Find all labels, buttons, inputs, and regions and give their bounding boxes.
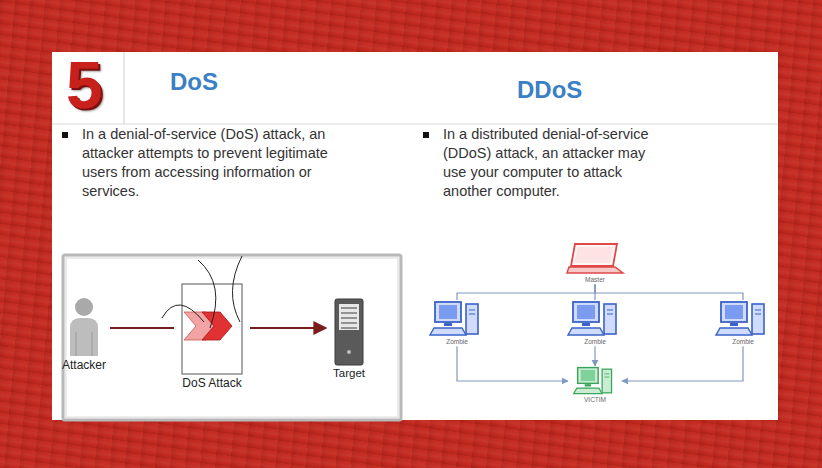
section-number: 5 xyxy=(66,46,103,124)
computer-icon xyxy=(568,366,622,396)
node-label: DoS Attack xyxy=(174,376,250,391)
attacker-figure: Attacker xyxy=(58,296,110,373)
connector-line xyxy=(595,284,743,300)
zombie-computer: Zombie xyxy=(567,300,623,346)
bullet-mark xyxy=(423,132,429,138)
connector-line xyxy=(622,346,743,381)
victim-computer: VICTIM xyxy=(568,366,622,404)
connector-line xyxy=(457,346,568,381)
node-label: Target xyxy=(326,366,372,380)
column-heading: DDoS xyxy=(517,76,582,104)
computer-icon xyxy=(58,296,110,358)
header-divider xyxy=(124,52,125,124)
node-label: Zombie xyxy=(567,338,623,346)
connector-line xyxy=(250,327,326,329)
bullet-text: In a distributed denial-of-service (DDoS… xyxy=(443,125,665,201)
connector-line xyxy=(457,284,595,300)
computer-icon xyxy=(567,300,623,338)
node-label: VICTIM xyxy=(568,396,622,404)
target-server: Target xyxy=(326,298,372,380)
connector-line xyxy=(110,327,174,329)
node-label: Zombie xyxy=(429,338,485,346)
header-rule xyxy=(52,124,778,125)
zombie-computer: Zombie xyxy=(429,300,485,346)
node-label: Attacker xyxy=(58,358,110,373)
column-heading: DoS xyxy=(170,68,218,96)
connector-line xyxy=(594,346,595,366)
computer-icon xyxy=(563,242,627,276)
computer-icon xyxy=(715,300,771,338)
computer-icon xyxy=(429,300,485,338)
zombie-computer: Zombie xyxy=(715,300,771,346)
computer-icon xyxy=(326,298,372,366)
bullet-text: In a denial-of-service (DoS) attack, an … xyxy=(82,125,332,201)
computer-icon xyxy=(174,282,250,376)
node-label: Master xyxy=(563,276,627,284)
white-panel xyxy=(52,52,778,420)
bullet-mark xyxy=(62,132,68,138)
node-label: Zombie xyxy=(715,338,771,346)
illustration-inner xyxy=(66,258,398,417)
attack-box: DoS Attack xyxy=(174,282,250,391)
master-computer: Master xyxy=(563,242,627,284)
illustration-frame xyxy=(63,255,401,420)
